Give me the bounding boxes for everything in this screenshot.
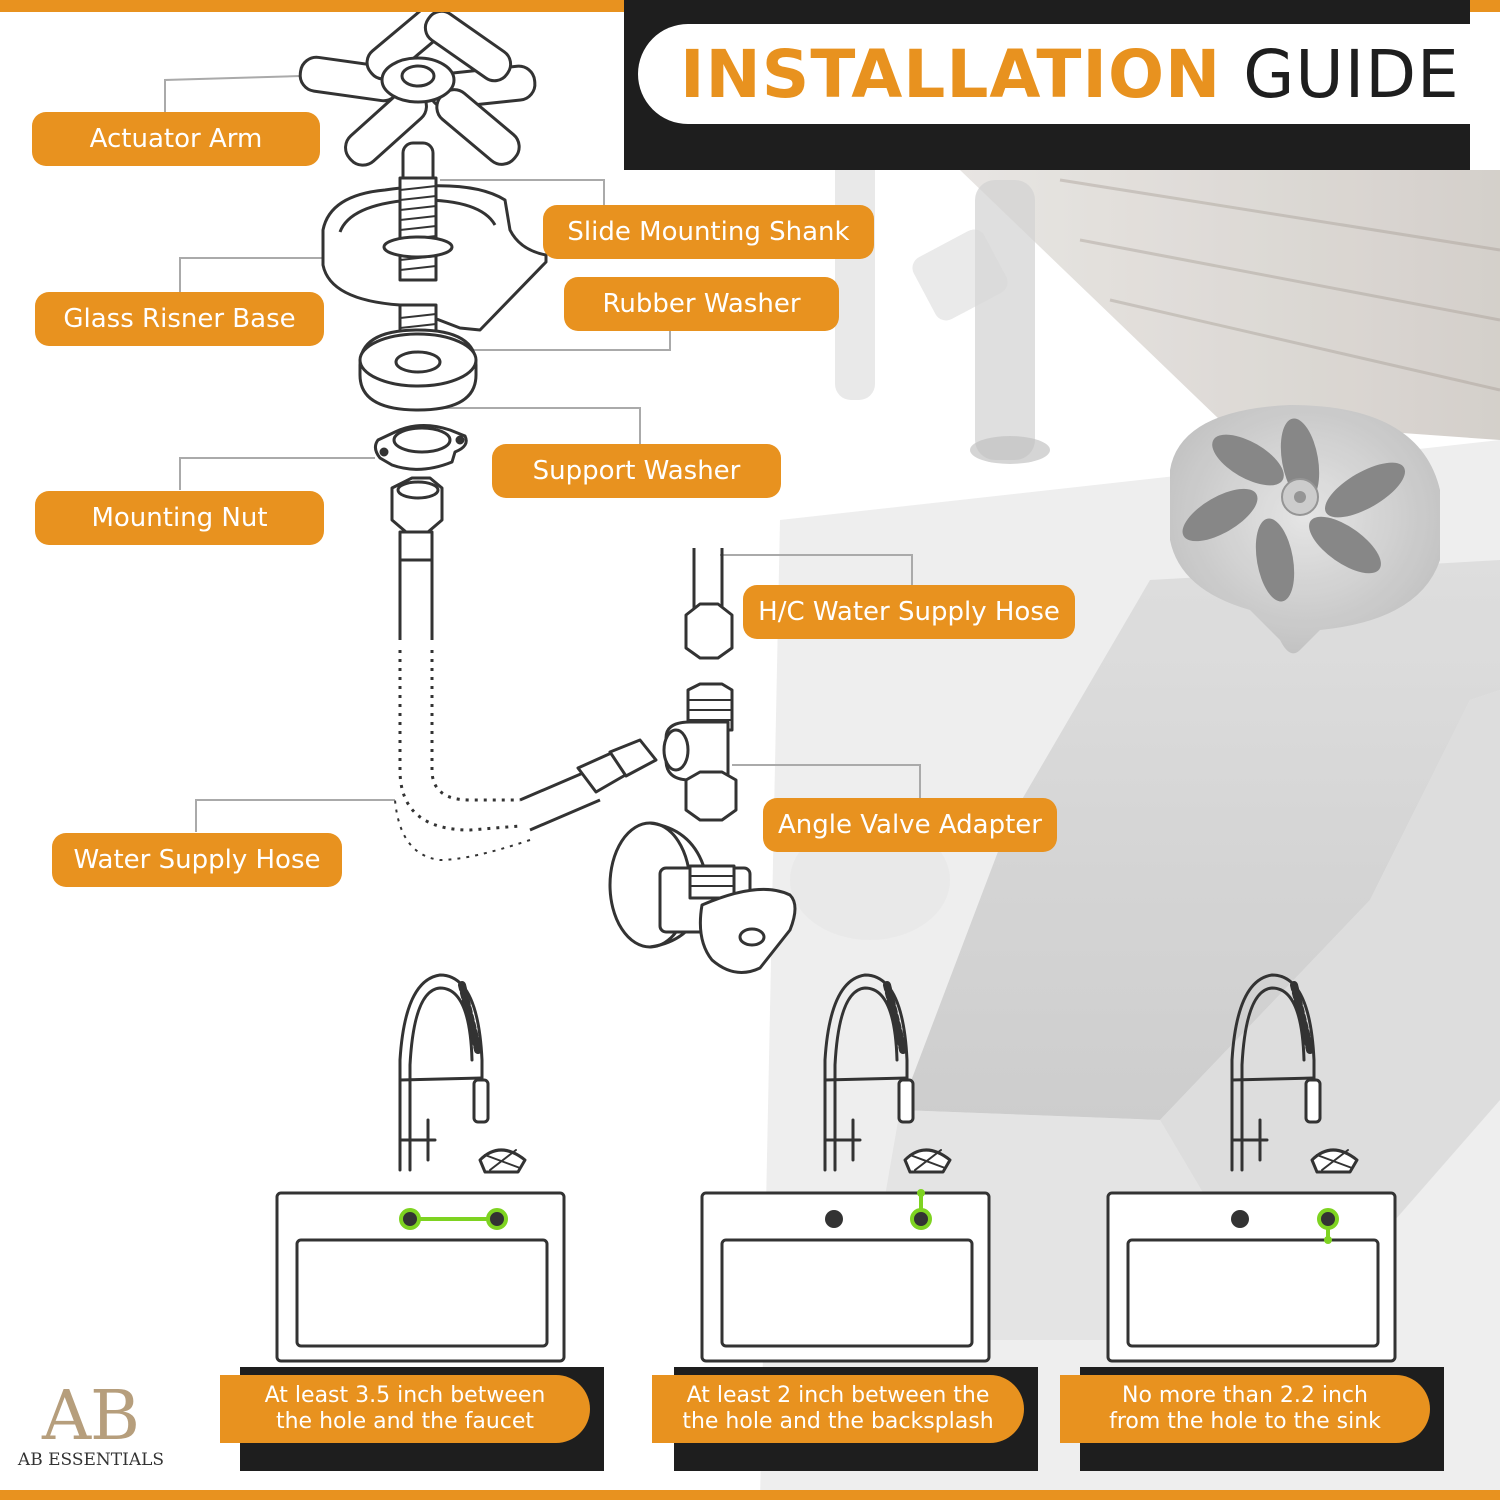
- note-3: No more than 2.2 inch from the hole to t…: [1060, 1375, 1430, 1443]
- note-1: At least 3.5 inch between the hole and t…: [220, 1375, 590, 1443]
- angle-valve-adapter-drawing: [662, 682, 738, 822]
- label-water-supply-hose: Water Supply Hose: [52, 833, 342, 887]
- label-actuator-arm: Actuator Arm: [32, 112, 320, 166]
- sink-schematics: [275, 973, 1397, 1363]
- page-title: INSTALLATION GUIDE: [680, 30, 1460, 120]
- note-2: At least 2 inch between the the hole and…: [652, 1375, 1024, 1443]
- label-mounting-nut: Mounting Nut: [35, 491, 324, 545]
- actuator-arm-drawing: [298, 3, 537, 167]
- mounting-nut-drawing: [390, 476, 444, 562]
- title-banner: [638, 24, 1500, 124]
- water-supply-hose-drawing: [398, 560, 434, 640]
- label-glass-risner-base: Glass Risner Base: [35, 292, 324, 346]
- sink-schematic-3: [1106, 973, 1397, 1363]
- glass-rinser-photo: [1170, 405, 1440, 654]
- leader-lines: [164, 75, 921, 832]
- exploded-parts-drawing: [298, 3, 797, 974]
- sink-schematic-1: [275, 973, 566, 1363]
- note-2-line-2: the hole and the backsplash: [682, 1409, 994, 1434]
- label-slide-mounting-shank: Slide Mounting Shank: [543, 205, 874, 259]
- note-1-line-2: the hole and the faucet: [275, 1409, 535, 1434]
- label-hc-water-supply-hose: H/C Water Supply Hose: [743, 585, 1075, 639]
- brand-monogram-b: B: [90, 1377, 140, 1456]
- bottom-accent-bar: [0, 1490, 1500, 1500]
- angle-valve-drawing: [608, 821, 797, 974]
- sink-schematic-2: [700, 973, 991, 1363]
- rubber-washer-drawing: [358, 328, 478, 412]
- label-support-washer: Support Washer: [492, 444, 781, 498]
- hc-water-supply-hose-drawing: [684, 548, 734, 660]
- brand-monogram-a: A: [42, 1377, 92, 1456]
- label-angle-valve-adapter: Angle Valve Adapter: [763, 798, 1057, 852]
- note-1-line-1: At least 3.5 inch between: [264, 1383, 546, 1408]
- title-strong: INSTALLATION: [680, 36, 1222, 113]
- brand-name: AB ESSENTIALS: [17, 1450, 165, 1470]
- support-washer-drawing: [373, 424, 468, 471]
- note-3-line-1: No more than 2.2 inch: [1122, 1383, 1368, 1408]
- label-rubber-washer: Rubber Washer: [564, 277, 839, 331]
- brand-logo: A B: [42, 1378, 152, 1456]
- measurement-marks: [399, 1189, 1339, 1244]
- note-3-line-2: from the hole to the sink: [1109, 1409, 1381, 1434]
- title-light: GUIDE: [1243, 36, 1460, 113]
- note-2-line-1: At least 2 inch between the: [686, 1383, 990, 1408]
